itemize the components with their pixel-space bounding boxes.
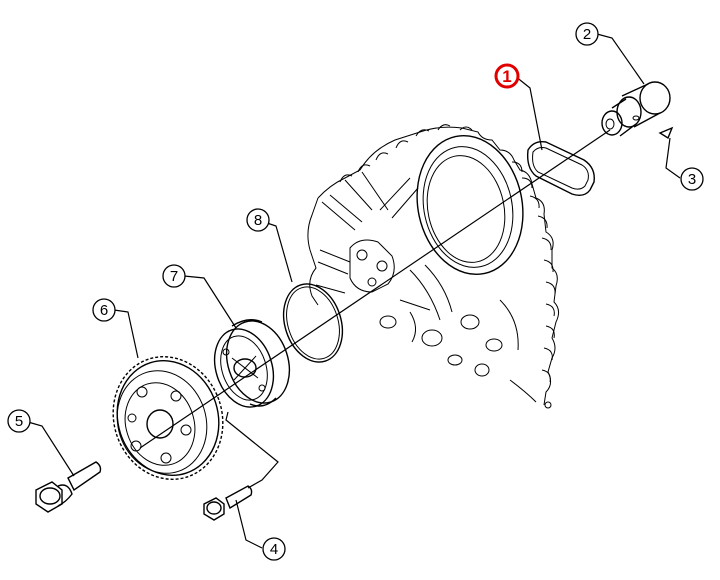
callout-7: 7 <box>162 264 186 288</box>
callout-2: 2 <box>575 22 599 46</box>
part-7-thrust-plate <box>213 319 291 408</box>
callout-4: 4 <box>262 537 286 561</box>
assembly-axis-line <box>139 129 611 449</box>
callout-8-label: 8 <box>254 212 262 229</box>
part-2-shaft <box>601 81 671 137</box>
part-6-gear <box>112 356 224 480</box>
part-8-o-ring <box>282 283 344 363</box>
part-3-pin <box>658 126 674 140</box>
part-5-bolt <box>35 461 102 513</box>
callout-1-label: 1 <box>502 67 511 86</box>
engine-housing <box>307 124 560 409</box>
callout-6: 6 <box>92 298 116 322</box>
callout-6-label: 6 <box>100 302 108 319</box>
part-1-gasket <box>526 140 595 197</box>
callout-4-label: 4 <box>270 541 278 558</box>
callout-1: 1 <box>494 63 520 89</box>
part-4-bolt <box>203 485 253 521</box>
callout-5: 5 <box>7 409 31 433</box>
callout-3-label: 3 <box>688 171 696 188</box>
callout-8: 8 <box>246 208 270 232</box>
callout-5-label: 5 <box>15 413 23 430</box>
leader-lines <box>27 33 681 549</box>
callout-7-label: 7 <box>170 268 178 285</box>
callout-3: 3 <box>680 167 704 191</box>
callout-2-label: 2 <box>583 26 591 43</box>
